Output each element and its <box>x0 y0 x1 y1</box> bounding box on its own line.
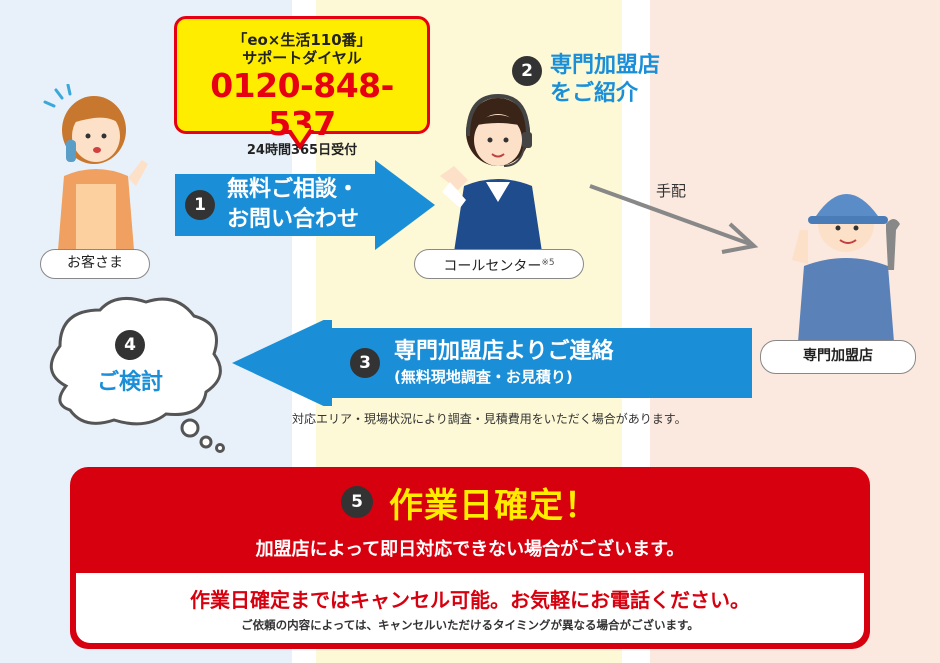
step3-line2: (無料現地調査・お見積り) <box>394 368 573 386</box>
callout-line2: サポートダイヤル <box>242 49 362 67</box>
thought-cloud <box>49 296 225 453</box>
step4-text: ご検討 <box>96 370 163 395</box>
step2-line1: 専門加盟店 <box>550 53 661 78</box>
callout-tail-inner <box>290 128 310 143</box>
step4-label: 4 ご検討 <box>70 330 190 396</box>
step1-line1: 無料ご相談・ <box>227 177 360 202</box>
step5-panel: 5 作業日確定！ 加盟店によって即日対応できない場合がございます。 作業日確定ま… <box>70 467 870 649</box>
step5-subtitle: 加盟店によって即日対応できない場合がございます。 <box>255 539 685 560</box>
step2-number: 2 <box>512 56 542 86</box>
cancel-note: ご依頼の内容によっては、キャンセルいただけるタイミングが異なる場合がございます。 <box>241 618 699 632</box>
callcenter-footnote: ※5 <box>541 258 555 268</box>
callcenter-label: コールセンター※5 <box>414 249 584 279</box>
cancel-box: 作業日確定まではキャンセル可能。お気軽にお電話ください。 ご依頼の内容によっては… <box>76 573 864 643</box>
step1-arrow <box>175 160 435 250</box>
shop-label: 専門加盟店 <box>760 340 916 374</box>
step3-label: 3 専門加盟店よりご連絡 (無料現地調査・お見積り) <box>350 330 740 396</box>
callcenter-illustration <box>440 93 542 252</box>
step3-arrow <box>232 320 752 406</box>
callout-hours: 24時間365日受付 <box>246 143 358 158</box>
cancel-message: 作業日確定まではキャンセル可能。お気軽にお電話ください。 <box>190 588 750 612</box>
callout-line1: 「eo×生活110番」 <box>232 31 372 49</box>
step2-line2: をご紹介 <box>550 81 639 106</box>
callcenter-label-text: コールセンター <box>443 258 542 275</box>
arrange-arrow <box>589 184 759 254</box>
customer-illustration <box>43 84 148 250</box>
support-dial-callout: 「eo×生活110番」 サポートダイヤル 0120-848-537 24時間36… <box>174 16 430 158</box>
phone-number[interactable]: 0120-848-537 <box>210 66 394 143</box>
step4-number: 4 <box>115 330 145 360</box>
survey-fee-note: 対応エリア・現場状況により調査・見積費用をいただく場合があります。 <box>292 412 687 426</box>
shop-staff-illustration <box>792 194 900 342</box>
step3-number: 3 <box>350 348 380 378</box>
step5-title: 作業日確定！ <box>389 485 599 526</box>
step1-label: 1 無料ご相談・ お問い合わせ <box>185 172 425 238</box>
customer-label: お客さま <box>40 249 150 279</box>
step1-line2: お問い合わせ <box>227 207 360 232</box>
step5-number: 5 <box>341 486 373 518</box>
step5-header: 5 作業日確定！ <box>70 479 870 526</box>
step3-line1: 専門加盟店よりご連絡 <box>394 339 614 364</box>
step2-label: 2 専門加盟店 をご紹介 <box>512 52 660 108</box>
step1-number: 1 <box>185 190 215 220</box>
arrange-label: 手配 <box>656 182 687 200</box>
